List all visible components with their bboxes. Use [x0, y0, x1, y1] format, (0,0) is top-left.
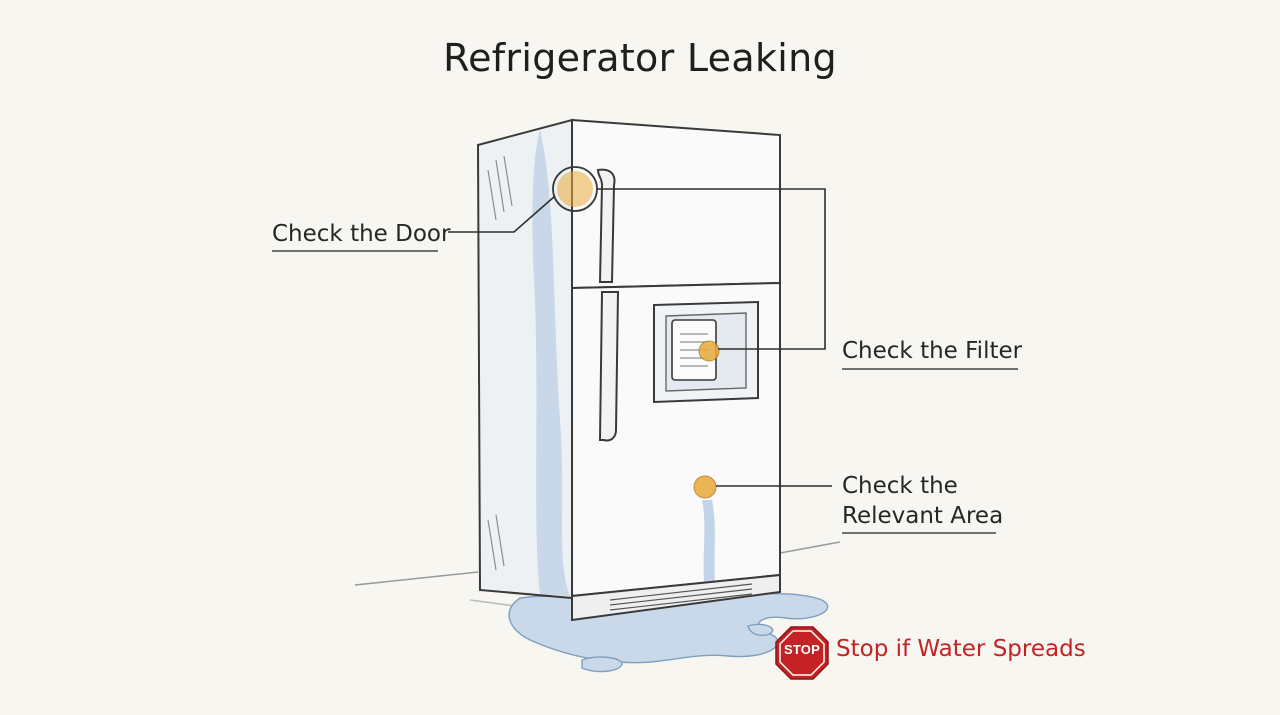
filter-highlight-dot — [698, 340, 720, 362]
fridge-handle — [598, 291, 620, 442]
side-hatching — [487, 155, 513, 571]
stop-sign-text: STOP — [784, 642, 820, 657]
stop-warning-label: Stop if Water Spreads — [836, 636, 1086, 662]
callout-check-door: Check the Door — [272, 219, 450, 249]
callout-check-area: Check the Relevant Area — [842, 471, 1003, 531]
label-underlines — [272, 250, 1018, 534]
side-water-stain — [532, 130, 570, 596]
callout-check-filter: Check the Filter — [842, 336, 1022, 366]
freezer-handle — [596, 168, 616, 283]
grille-slats — [609, 583, 753, 611]
door-highlight-dot — [557, 171, 593, 207]
stop-sign-icon — [775, 626, 829, 680]
callout-check-door-label: Check the Door — [272, 221, 451, 247]
callout-check-filter-label: Check the Filter — [842, 338, 1023, 364]
callout-check-area-line2: Relevant Area — [842, 503, 1004, 529]
page-title: Refrigerator Leaking — [443, 36, 837, 80]
leader-lines — [448, 188, 832, 487]
area-highlight-dot — [693, 475, 717, 499]
front-water-streak — [702, 500, 716, 600]
callout-check-area-line1: Check the — [842, 473, 958, 499]
